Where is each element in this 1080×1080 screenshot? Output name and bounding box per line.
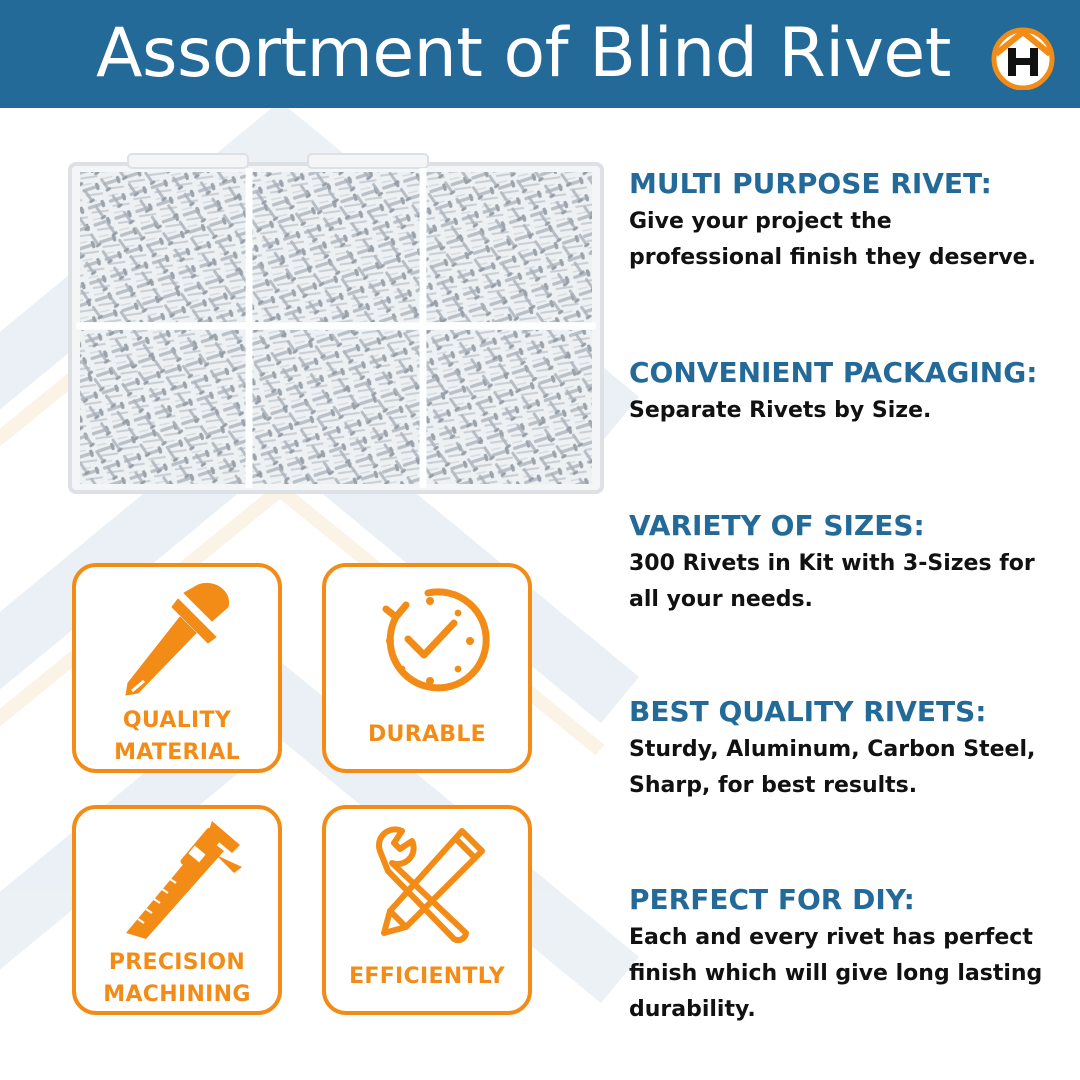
feature-perfect-for-diy: PERFECT FOR DIY: Each and every rivet ha… <box>629 880 1069 1028</box>
house-h-logo-icon <box>991 27 1055 90</box>
rivet-icon <box>125 583 230 696</box>
rivet-assortment-box-image <box>68 153 604 494</box>
feature-title: VARIETY OF SIZES: <box>629 509 925 542</box>
badge-quality-material: QUALITY MATERIAL <box>72 563 282 773</box>
feature-convenient-packaging: CONVENIENT PACKAGING: Separate Rivets by… <box>629 353 1069 429</box>
badge-label: EFFICIENTLY <box>349 964 505 989</box>
feature-title: MULTI PURPOSE RIVET: <box>629 167 992 200</box>
feature-body: Separate Rivets by Size. <box>629 398 932 423</box>
feature-body: Give your project the professional finis… <box>629 209 1036 270</box>
feature-body: 300 Rivets in Kit with 3-Sizes for all y… <box>629 551 1035 612</box>
page-title: Assortment of Blind Rivet <box>96 14 951 93</box>
feature-body: Each and every rivet has perfect finish … <box>629 925 1043 1022</box>
badge-label: DURABLE <box>367 722 486 747</box>
badge-efficiently: EFFICIENTLY <box>322 805 532 1015</box>
feature-variety-of-sizes: VARIETY OF SIZES: 300 Rivets in Kit with… <box>629 506 1069 618</box>
wrench-pencil-icon <box>375 826 485 944</box>
clock-check-icon <box>382 588 490 692</box>
badge-durable: DURABLE <box>322 563 532 773</box>
feature-title: PERFECT FOR DIY: <box>629 883 915 916</box>
feature-title: CONVENIENT PACKAGING: <box>629 356 1038 389</box>
feature-best-quality: BEST QUALITY RIVETS: Sturdy, Aluminum, C… <box>629 692 1069 804</box>
badge-label: QUALITY MATERIAL <box>114 708 240 765</box>
feature-multi-purpose: MULTI PURPOSE RIVET: Give your project t… <box>629 164 1069 276</box>
feature-body: Sturdy, Aluminum, Carbon Steel, Sharp, f… <box>629 737 1036 798</box>
feature-title: BEST QUALITY RIVETS: <box>629 695 987 728</box>
header-banner: Assortment of Blind Rivet <box>0 0 1080 108</box>
caliper-icon <box>126 821 242 939</box>
badge-label: PRECISION MACHINING <box>103 950 251 1007</box>
badge-precision-machining: PRECISION MACHINING <box>72 805 282 1015</box>
